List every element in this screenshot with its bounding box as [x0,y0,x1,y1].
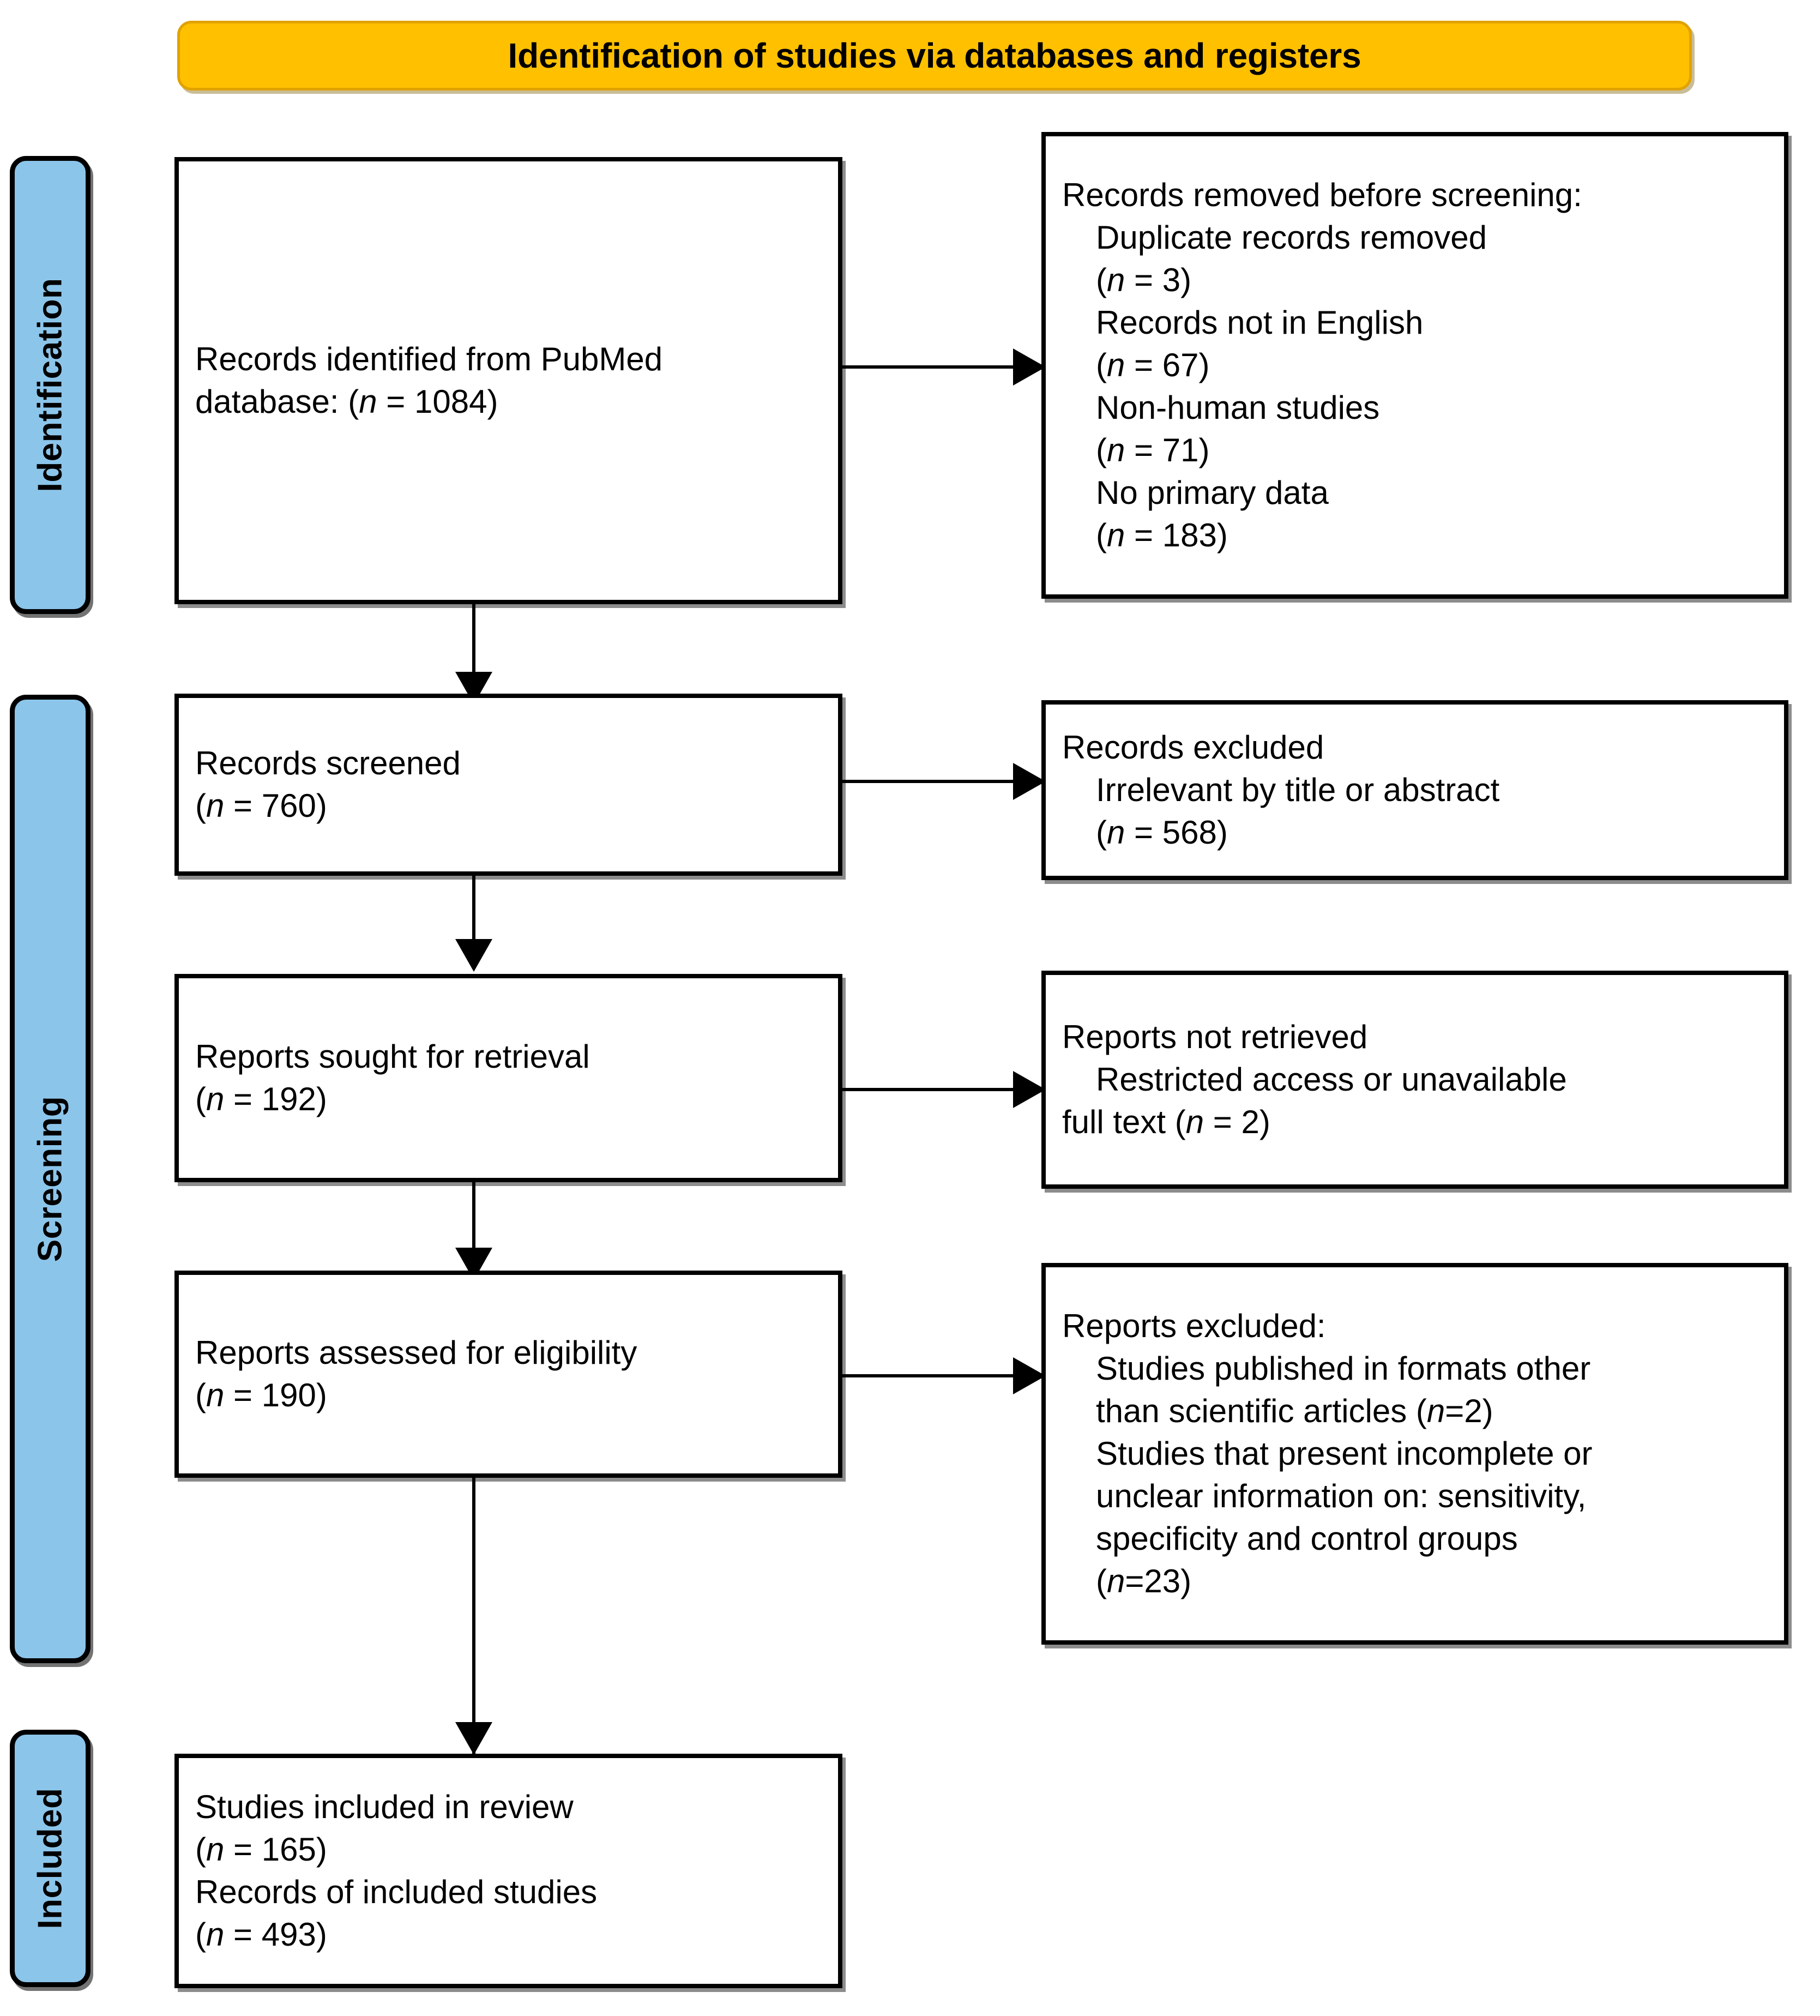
box-line: (n = 192) [195,1081,327,1117]
box-line: Records screened [195,745,461,781]
box-line: (n = 493) [195,1916,327,1953]
arrowhead-assessed-to-reportsexcluded [1013,1357,1046,1394]
box-line: Records excluded [1062,729,1324,766]
box-line: Reports not retrieved [1062,1019,1368,1055]
box-line: Records identified from PubMed [195,341,663,377]
box-line: Irrelevant by title or abstract [1096,772,1500,808]
arrowhead-assessed-to-included [455,1722,492,1755]
stage-label-included: Included [10,1730,91,1987]
box-line: Studies included in review [195,1789,574,1825]
box-line: Reports assessed for eligibility [195,1334,637,1371]
stage-label-screening: Screening [10,695,91,1663]
box-records-removed-before-screening: Records removed before screening: Duplica… [1041,132,1788,599]
box-line: Restricted access or unavailable [1096,1061,1567,1098]
box-line: specificity and control groups [1096,1520,1518,1557]
box-records-screened-text: Records screened (n = 760) [179,742,838,827]
box-reports-sought-text: Reports sought for retrieval (n = 192) [179,1036,838,1121]
box-records-identified-text: Records identified from PubMed database: … [179,338,838,423]
box-line: Reports excluded: [1062,1308,1326,1344]
box-line: database: (n = 1084) [195,383,498,420]
box-line: Records removed before screening: [1062,177,1582,213]
box-line: (n = 71) [1096,432,1210,468]
box-line: Non-human studies [1096,389,1380,426]
box-line: (n = 67) [1096,347,1210,383]
box-reports-excluded: Reports excluded: Studies published in fo… [1041,1263,1788,1645]
box-line: (n = 165) [195,1831,327,1868]
n-symbol: n [206,1831,225,1868]
connector-assessed-to-included [472,1478,475,1756]
arrowhead-screened-to-sought [455,939,492,972]
n-symbol: n [1106,814,1125,851]
box-line: Duplicate records removed [1096,219,1487,256]
box-line: (n = 760) [195,787,327,824]
box-reports-assessed-text: Reports assessed for eligibility (n = 190… [179,1332,838,1417]
stage-label-included-text: Included [31,1788,69,1929]
n-symbol: n [1426,1393,1445,1429]
connector-screened-to-sought [472,876,475,958]
box-reports-assessed: Reports assessed for eligibility (n = 190… [174,1271,842,1478]
connector-identified-to-removed [842,365,1017,369]
connector-sought-to-assessed [472,1182,475,1267]
box-line: (n=23) [1096,1563,1192,1599]
box-reports-excluded-text: Reports excluded: Studies published in fo… [1046,1305,1784,1603]
n-symbol: n [206,1081,225,1117]
box-studies-included-text: Studies included in review (n = 165) Recor… [179,1786,838,1956]
n-symbol: n [1185,1104,1204,1140]
box-line: No primary data [1096,474,1329,511]
n-symbol: n [1106,517,1125,553]
page-title: Identification of studies via databases … [508,36,1361,75]
box-line: Reports sought for retrieval [195,1038,590,1075]
box-line: Records of included studies [195,1874,598,1910]
diagram-header-banner: Identification of studies via databases … [177,21,1692,91]
n-symbol: n [206,1377,225,1413]
n-symbol: n [206,1916,225,1953]
box-line: than scientific articles (n=2) [1096,1393,1493,1429]
box-line: Studies that present incomplete or [1096,1435,1593,1472]
box-line: (n = 568) [1096,814,1228,851]
n-symbol: n [359,383,377,420]
arrowhead-screened-to-excluded [1013,763,1046,800]
stage-label-screening-text: Screening [31,1096,69,1262]
n-symbol: n [1106,432,1125,468]
arrowhead-identified-to-removed [1013,348,1046,386]
box-line: (n = 190) [195,1377,327,1413]
connector-assessed-to-reportsexcluded [842,1374,1017,1377]
box-records-identified: Records identified from PubMed database: … [174,157,842,604]
n-symbol: n [1106,262,1125,298]
n-symbol: n [206,787,225,824]
connector-sought-to-notretrieved [842,1088,1017,1091]
box-line: (n = 3) [1096,262,1192,298]
n-symbol: n [1106,347,1125,383]
box-studies-included: Studies included in review (n = 165) Recor… [174,1754,842,1988]
box-line: full text (n = 2) [1062,1104,1270,1140]
box-line: (n = 183) [1096,517,1228,553]
box-line: Records not in English [1096,304,1424,341]
box-records-removed-text: Records removed before screening: Duplica… [1046,174,1784,557]
box-line: Studies published in formats other [1096,1350,1591,1387]
arrowhead-sought-to-notretrieved [1013,1071,1046,1108]
stage-label-identification: Identification [10,156,91,614]
n-symbol: n [1106,1563,1125,1599]
box-reports-sought: Reports sought for retrieval (n = 192) [174,974,842,1182]
stage-label-identification-text: Identification [31,278,69,492]
box-records-screened: Records screened (n = 760) [174,694,842,876]
box-line: unclear information on: sensitivity, [1096,1478,1587,1514]
connector-identified-to-screened [472,604,475,691]
connector-screened-to-excluded [842,780,1017,783]
